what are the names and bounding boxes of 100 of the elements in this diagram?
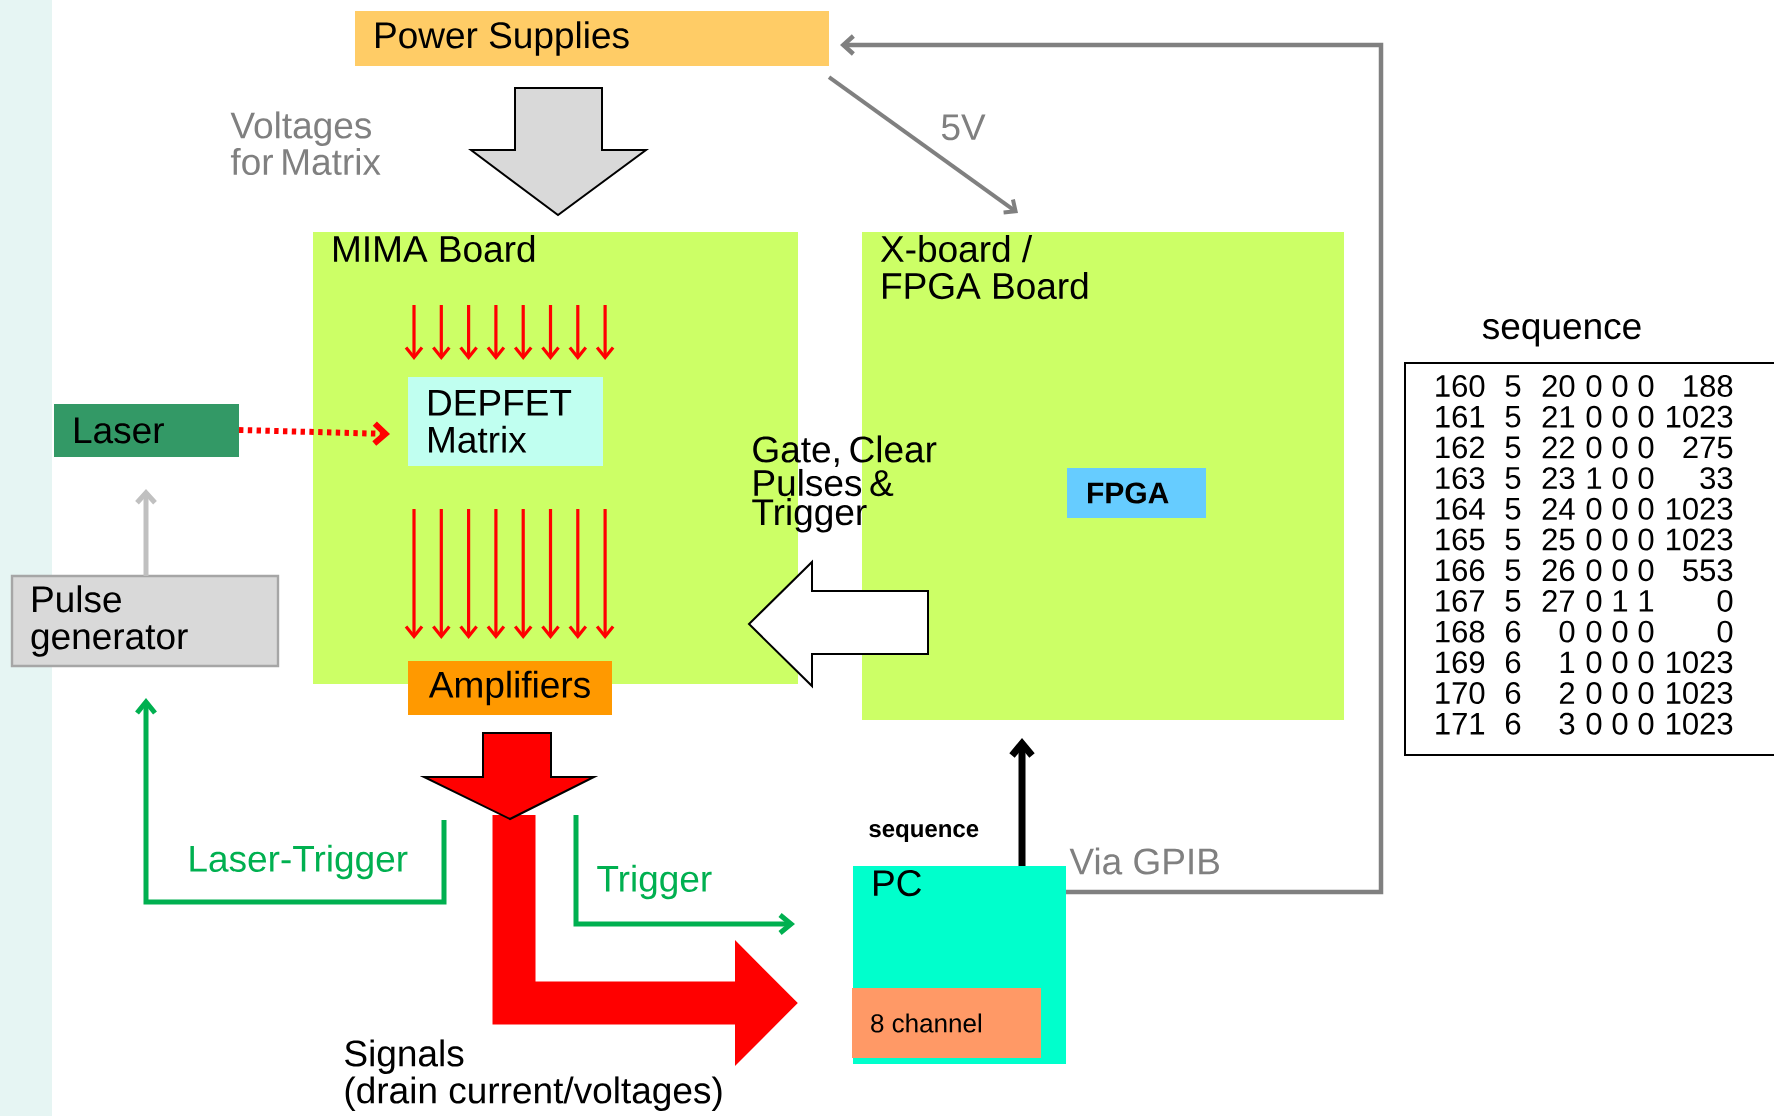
- table-cell: 0: [1717, 620, 1733, 643]
- table-cell: 5: [1505, 590, 1521, 612]
- table-cell: 169: [1436, 651, 1485, 674]
- table-cell: 1: [1587, 467, 1602, 489]
- table-cell: 0: [1638, 467, 1654, 490]
- table-cell: 23: [1542, 467, 1575, 490]
- table-cell: 0: [1586, 589, 1602, 612]
- table-cell: 0: [1612, 651, 1628, 674]
- table-cell: 162: [1436, 436, 1485, 459]
- table-cell: 5: [1505, 436, 1521, 459]
- edge-label: 5V: [941, 114, 986, 141]
- table-cell: 0: [1586, 375, 1602, 397]
- table-cell: 5: [1505, 467, 1521, 489]
- arrow: [486, 305, 506, 360]
- arrow: [459, 509, 478, 639]
- chip-box: FPGA: [1067, 468, 1206, 518]
- arrow: [404, 509, 424, 639]
- table-cell: 3: [1559, 712, 1575, 735]
- table-cell: 2: [1559, 682, 1575, 704]
- table-cell: 0: [1586, 620, 1602, 643]
- power-supply-box: Power Supplies: [355, 11, 829, 66]
- block-arrow: [747, 559, 929, 689]
- edge-label: Trigger: [597, 864, 712, 900]
- table-cell: 0: [1586, 682, 1602, 704]
- block-arrow: [468, 87, 650, 217]
- arrow: [568, 509, 588, 639]
- table-cell: 1023: [1667, 405, 1733, 428]
- table-cell: 166: [1436, 559, 1485, 582]
- table-cell: 6: [1505, 682, 1521, 704]
- table-cell: 0: [1638, 620, 1654, 643]
- table-cell: 0: [1638, 436, 1654, 459]
- arrow: [595, 305, 615, 360]
- arrow: [513, 305, 533, 360]
- table-cell: 0: [1717, 589, 1733, 612]
- table-cell: 170: [1436, 682, 1485, 704]
- arrow: [404, 305, 424, 360]
- table-cell: 0: [1638, 405, 1654, 428]
- table-cell: 6: [1505, 651, 1521, 674]
- table-cell: 5: [1505, 559, 1521, 582]
- arrow: [541, 305, 560, 360]
- table-cell: 161: [1436, 405, 1485, 428]
- edge-label: sequence: [869, 824, 979, 842]
- table-cell: 5: [1505, 375, 1521, 397]
- table-cell: 171: [1436, 713, 1485, 735]
- table-cell: 0: [1612, 712, 1628, 735]
- table-cell: 0: [1586, 497, 1602, 520]
- table-cell: 0: [1638, 375, 1654, 397]
- table-cell: 553: [1683, 559, 1733, 582]
- table-cell: 5: [1505, 498, 1521, 520]
- table-cell: 188: [1684, 375, 1733, 397]
- arrow: [486, 509, 506, 639]
- table-cell: 5: [1505, 405, 1521, 428]
- edge-label: Via GPIB: [1069, 847, 1219, 875]
- table-cell: 0: [1612, 620, 1628, 643]
- edge-label: Signals (drain current/voltages): [345, 1039, 722, 1111]
- table-cell: 24: [1542, 498, 1575, 520]
- laser-box: Laser: [54, 404, 239, 457]
- table-cell: 0: [1586, 651, 1602, 674]
- table-cell: 1: [1613, 590, 1628, 612]
- table-cell: 22: [1542, 436, 1575, 459]
- arrow: [513, 509, 533, 639]
- table-cell: 0: [1638, 651, 1654, 674]
- table-cell: 165: [1436, 528, 1485, 551]
- table-cell: 0: [1638, 528, 1654, 551]
- table-cell: 0: [1638, 712, 1654, 735]
- table-cell: 0: [1586, 405, 1602, 428]
- arrow: [432, 509, 451, 639]
- table-cell: 0: [1586, 436, 1602, 459]
- table-cell: 1023: [1667, 497, 1733, 520]
- table-cell: 0: [1586, 559, 1602, 582]
- table-cell: 0: [1586, 528, 1602, 551]
- connector-arrow: [135, 698, 447, 905]
- table-cell: 1023: [1667, 528, 1733, 551]
- table-cell: 163: [1436, 467, 1485, 490]
- edge-label: Laser-Trigger: [190, 844, 408, 880]
- table-cell: 27: [1542, 590, 1575, 612]
- generator-box: Pulse generator: [10, 574, 280, 668]
- arrow: [432, 305, 451, 360]
- table-cell: 20: [1542, 375, 1575, 397]
- table-cell: 0: [1612, 467, 1628, 490]
- table-cell: 0: [1612, 405, 1628, 428]
- table-cell: 168: [1436, 620, 1485, 643]
- table-cell: 1: [1560, 651, 1575, 673]
- table-cell: 275: [1683, 436, 1733, 459]
- node-label: sequence: [1482, 319, 1641, 347]
- table-cell: 6: [1505, 620, 1521, 643]
- edge-label: Voltages for Matrix: [230, 111, 381, 176]
- chip-box: DEPFET Matrix: [408, 377, 603, 466]
- table-cell: 0: [1586, 712, 1602, 735]
- table-cell: 0: [1612, 436, 1628, 459]
- table-cell: 1023: [1667, 651, 1733, 674]
- table-cell: 1023: [1667, 712, 1733, 735]
- table-cell: 0: [1638, 682, 1654, 704]
- table-cell: 0: [1612, 682, 1628, 704]
- table-cell: 0: [1612, 375, 1628, 397]
- amplifier-box: Amplifiers: [408, 661, 612, 715]
- table-cell: 0: [1612, 559, 1628, 582]
- arrow: [827, 75, 1018, 215]
- arrow: [568, 305, 588, 360]
- table-cell: 5: [1505, 528, 1521, 551]
